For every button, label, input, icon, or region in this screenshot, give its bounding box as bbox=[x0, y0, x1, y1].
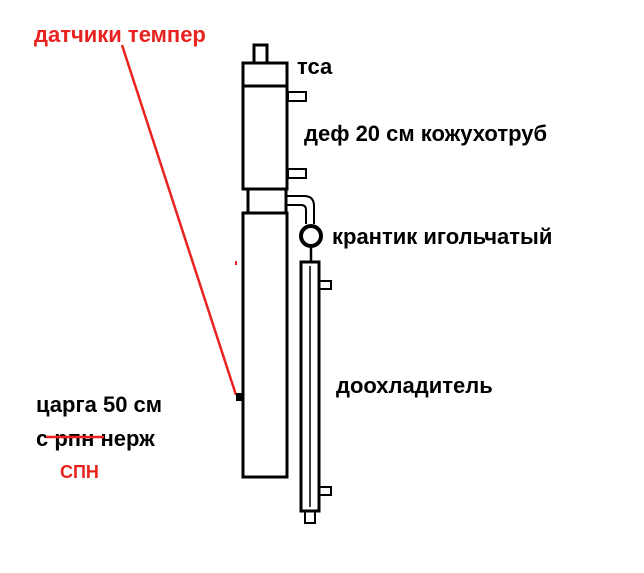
dephlegmator-label: деф 20 см кожухотруб bbox=[304, 121, 547, 146]
top-cap bbox=[241, 61, 289, 88]
coolant-port-upper bbox=[287, 91, 307, 102]
column-label-prefix: с bbox=[36, 426, 54, 451]
temperature-sensor bbox=[236, 393, 243, 401]
column-label-struck: рпн bbox=[54, 426, 94, 451]
takeoff-tube bbox=[286, 195, 315, 224]
tsa-label: тса bbox=[297, 54, 333, 79]
needle-valve-label: крантик игольчатый bbox=[332, 224, 552, 249]
dephlegmator-body bbox=[241, 84, 289, 191]
outlet-nipple bbox=[304, 510, 316, 524]
column-body bbox=[241, 211, 289, 479]
tsa-nipple bbox=[252, 43, 269, 65]
sensor-pointer-line bbox=[120, 44, 238, 396]
column-label-line1: царга 50 см bbox=[36, 392, 162, 417]
coolant-port-lower bbox=[287, 168, 307, 179]
needle-valve-icon bbox=[299, 224, 323, 248]
sensors-label: датчики темпер bbox=[34, 22, 206, 47]
column-label-line2: с рпн нерж bbox=[36, 426, 155, 451]
aftercooler-port-bottom bbox=[318, 486, 332, 496]
takeoff-unit bbox=[246, 187, 288, 215]
aftercooler-label: доохладитель bbox=[336, 373, 493, 398]
aftercooler-port-top bbox=[318, 280, 332, 290]
takeoff-tube-inner bbox=[286, 204, 307, 224]
correction-label: СПН bbox=[60, 462, 99, 482]
column-label-suffix: нерж bbox=[94, 426, 155, 451]
